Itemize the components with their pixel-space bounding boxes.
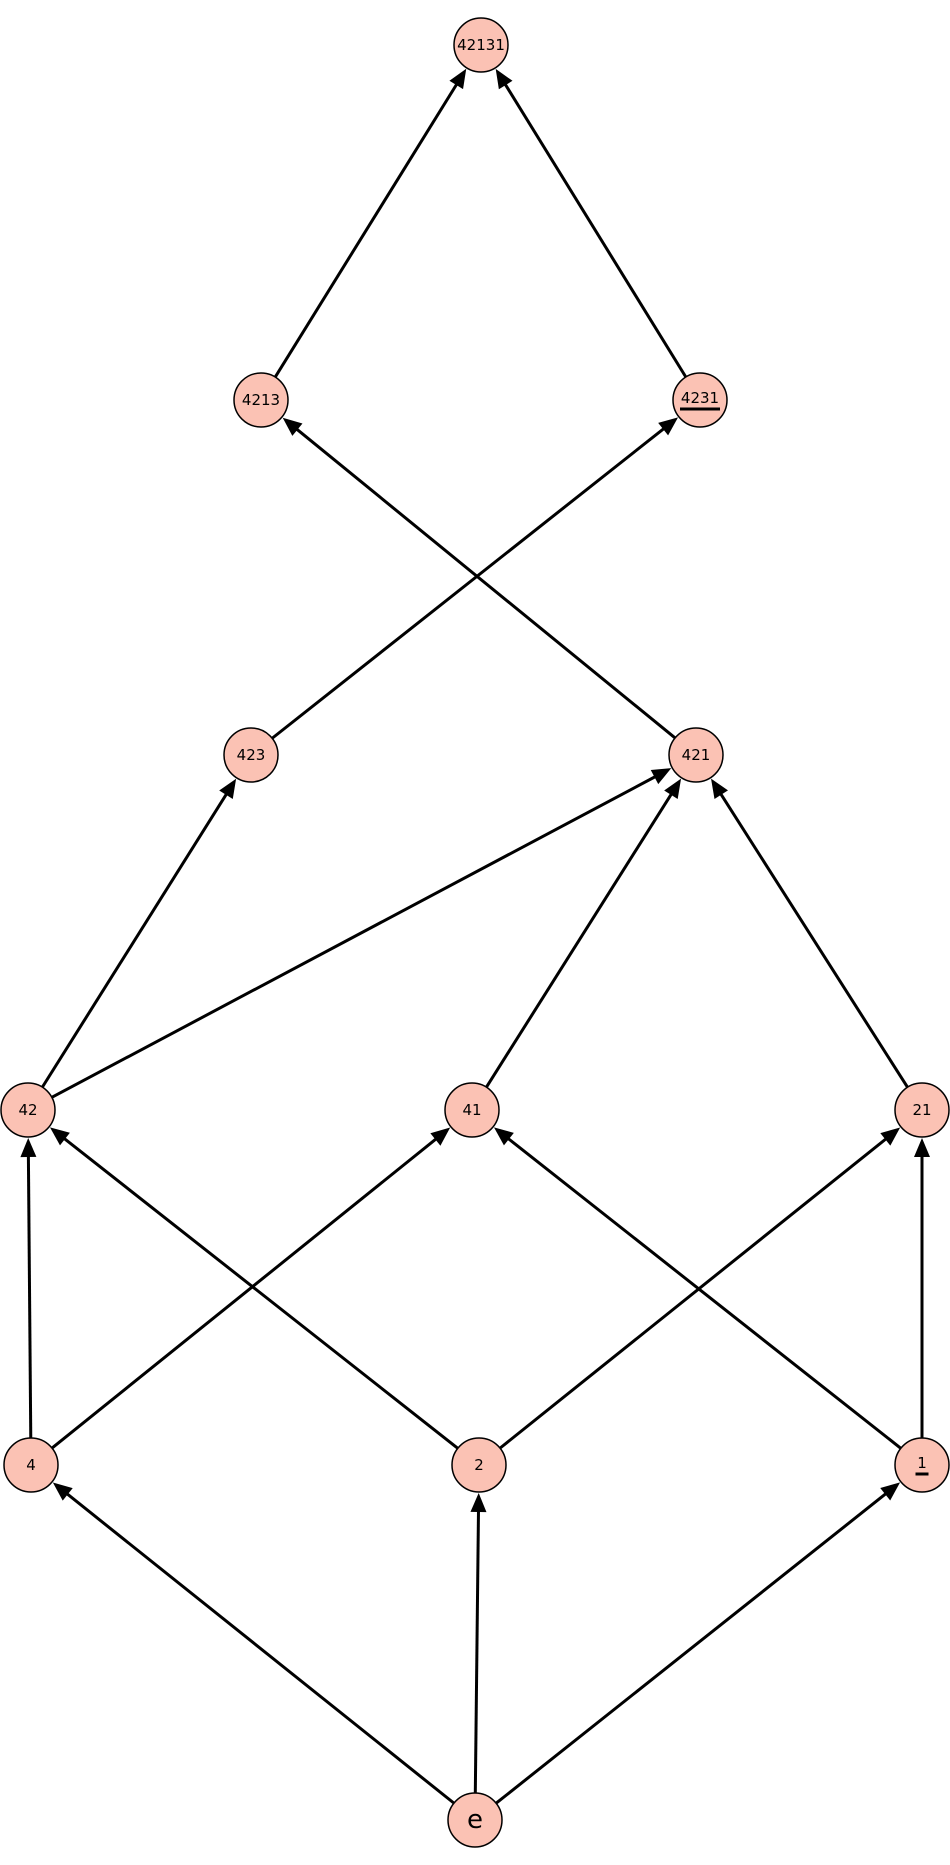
- edge-42-to-423: [41, 778, 237, 1088]
- edge-line: [51, 1137, 438, 1450]
- node-circle: [894, 1437, 950, 1493]
- node-2: 2: [451, 1437, 507, 1493]
- arrowhead-icon: [711, 778, 728, 799]
- edge-2-to-21: [499, 1127, 901, 1450]
- edge-4231-to-42131: [495, 68, 688, 378]
- node-circle: [233, 372, 289, 428]
- edge-line: [499, 1136, 888, 1450]
- edge-421-to-4213: [282, 417, 677, 740]
- edge-line: [473, 1509, 480, 1794]
- node-label: 1: [917, 1454, 927, 1472]
- node-421: 421: [668, 727, 724, 783]
- edge-e-to-2: [470, 1492, 487, 1794]
- edge-4-to-41: [51, 1127, 451, 1450]
- edge-line: [294, 427, 677, 740]
- node-label: 4: [26, 1456, 36, 1474]
- node-e: e: [447, 1792, 503, 1848]
- node-label: 4231: [681, 389, 719, 407]
- arrowhead-icon: [449, 68, 467, 90]
- edge-line: [51, 774, 657, 1099]
- arrowhead-icon: [52, 1482, 73, 1501]
- edge-line: [495, 1491, 888, 1805]
- edge-41-to-421: [485, 778, 682, 1088]
- edge-line: [485, 792, 674, 1088]
- edge-2-to-42: [50, 1127, 459, 1450]
- arrowhead-icon: [50, 1127, 70, 1146]
- edge-line: [503, 82, 688, 378]
- node-42: 42: [0, 1082, 56, 1138]
- node-4231: 4231: [672, 372, 728, 428]
- node-circle: [451, 1437, 507, 1493]
- node-4213: 4213: [233, 372, 289, 428]
- arrowhead-icon: [914, 1138, 930, 1157]
- edge-line: [26, 1154, 33, 1439]
- node-circle: [453, 17, 509, 73]
- arrowhead-icon: [219, 778, 237, 800]
- edge-line: [41, 792, 229, 1088]
- edge-line: [506, 1136, 902, 1450]
- node-1: 1: [894, 1437, 950, 1493]
- node-label: 42: [18, 1101, 37, 1119]
- edge-e-to-1: [495, 1482, 901, 1805]
- node-circle: [672, 372, 728, 428]
- edge-4213-to-42131: [273, 68, 467, 378]
- edge-423-to-4231: [271, 417, 679, 740]
- edge-line: [718, 792, 909, 1089]
- node-circle: [447, 1792, 503, 1848]
- node-circle: [894, 1082, 950, 1138]
- node-label: 41: [462, 1101, 481, 1119]
- edge-line: [62, 1136, 459, 1450]
- arrowhead-icon: [470, 1492, 487, 1513]
- edge-42-to-421: [51, 768, 672, 1099]
- edge-21-to-421: [711, 778, 909, 1089]
- arrowhead-icon: [282, 417, 303, 436]
- arrowhead-icon: [880, 1127, 901, 1146]
- node-circle: [0, 1082, 56, 1138]
- arrowhead-icon: [664, 778, 682, 800]
- node-circle: [444, 1082, 500, 1138]
- arrowhead-icon: [495, 68, 513, 90]
- node-circle: [223, 727, 279, 783]
- arrowhead-icon: [880, 1482, 901, 1501]
- arrowhead-icon: [650, 768, 672, 785]
- node-label: e: [467, 1805, 483, 1835]
- edge-4-to-42: [20, 1137, 37, 1439]
- edge-e-to-4: [52, 1482, 455, 1805]
- edge-1-to-41: [493, 1127, 902, 1450]
- arrowhead-icon: [430, 1127, 451, 1146]
- arrowhead-icon: [20, 1137, 37, 1158]
- arrowhead-icon: [493, 1127, 514, 1146]
- edge-line: [271, 426, 666, 740]
- node-label: 423: [237, 746, 266, 764]
- arrowhead-icon: [658, 417, 679, 436]
- edge-1-to-21: [914, 1138, 930, 1438]
- node-423: 423: [223, 727, 279, 783]
- node-circle: [3, 1437, 59, 1493]
- node-42131: 42131: [453, 17, 509, 73]
- node-41: 41: [444, 1082, 500, 1138]
- node-label: 42131: [457, 36, 505, 54]
- node-label: 421: [682, 746, 711, 764]
- node-21: 21: [894, 1082, 950, 1138]
- edge-line: [65, 1491, 455, 1805]
- node-circle: [668, 727, 724, 783]
- node-label: 2: [474, 1456, 484, 1474]
- node-label: 4213: [242, 391, 280, 409]
- node-4: 4: [3, 1437, 59, 1493]
- node-label: 21: [912, 1101, 931, 1119]
- edge-line: [273, 82, 459, 378]
- edges-layer: [20, 68, 930, 1805]
